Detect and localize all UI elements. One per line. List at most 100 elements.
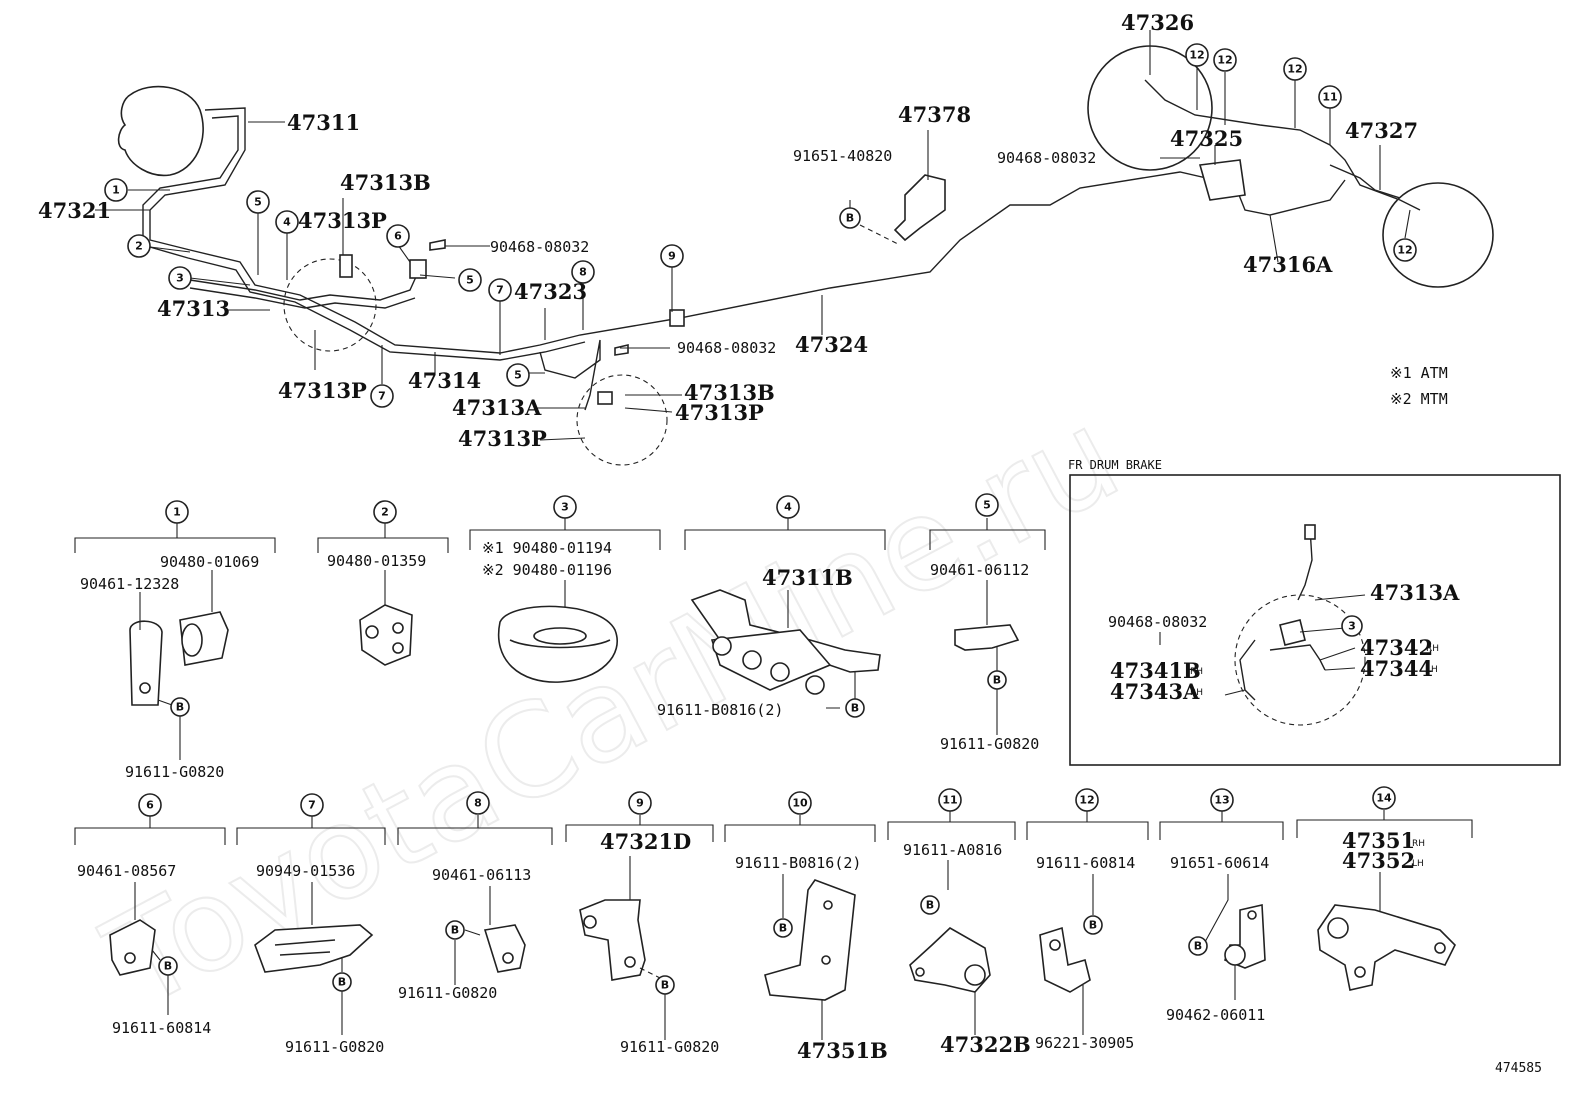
callout-9: 9 (660, 244, 684, 268)
callout-7a: 7 (488, 278, 512, 302)
callout-5a: 5 (246, 190, 270, 214)
g1-clamp (129, 620, 163, 706)
g13-hole (1247, 910, 1257, 920)
g14-hole-3 (1354, 966, 1366, 978)
svg-text:8: 8 (474, 797, 482, 810)
label-47313P-2: 47313P (675, 400, 764, 425)
group-14-number: 14 (1372, 786, 1396, 810)
svg-text:11: 11 (942, 794, 957, 807)
g6-label-91611-60814: 91611-60814 (112, 1019, 211, 1037)
label-91651-40820: 91651-40820 (793, 147, 892, 165)
group-1-number: 1 (165, 500, 189, 524)
g10-hole-2 (821, 955, 831, 965)
group-2-number: 2 (373, 500, 397, 524)
g8-label-91611-G0820: 91611-G0820 (398, 984, 497, 1002)
group-7-number: 7 (300, 793, 324, 817)
g10-hole-1 (823, 900, 833, 910)
g6-label-90461-08567: 90461-08567 (77, 862, 176, 880)
svg-text:3: 3 (561, 501, 569, 514)
g12-bolt-B: B (1083, 915, 1103, 935)
clip-6 (409, 259, 427, 279)
g6-hole (124, 952, 136, 964)
g8-label-90461-06113: 90461-06113 (432, 866, 531, 884)
group-7-bracket (236, 815, 386, 845)
group-6-number: 6 (138, 793, 162, 817)
label-47313B: 47313B (340, 170, 431, 195)
label-47327: 47327 (1345, 118, 1418, 143)
inset-label-47342: 47342 (1360, 635, 1433, 660)
svg-text:6: 6 (146, 799, 154, 812)
g1-leaders (139, 570, 213, 760)
svg-text:9: 9 (668, 250, 676, 263)
g13-leaders (1204, 874, 1236, 1000)
g10-label-47351B: 47351B (797, 1038, 888, 1063)
svg-text:4: 4 (283, 216, 291, 229)
g8-leaders (454, 886, 491, 985)
g11-bolt-B: B (920, 895, 940, 915)
inset-label-47341B: 47341B (1110, 658, 1201, 683)
inset-frame (1069, 474, 1561, 766)
g6-clip (109, 919, 156, 976)
group-8-number: 8 (466, 791, 490, 815)
group-1-bracket (74, 522, 276, 553)
group-4-number: 4 (776, 495, 800, 519)
g4-leaders (787, 590, 856, 709)
callout-8: 8 (571, 260, 595, 284)
svg-text:B: B (338, 976, 346, 989)
diagram-id: 474585 (1495, 1061, 1542, 1076)
g2-hole-3 (392, 642, 404, 654)
g14-lh: LH (1412, 859, 1424, 869)
g14-bracket (1317, 904, 1456, 991)
g6-leaders (134, 882, 169, 1015)
svg-text:14: 14 (1376, 792, 1392, 805)
g2-hole-2 (392, 622, 404, 634)
callout-1: 1 (104, 178, 128, 202)
group-9-number: 9 (628, 791, 652, 815)
svg-text:12: 12 (1217, 54, 1232, 67)
pipe-47323 (539, 339, 601, 411)
callout-5c: 5 (506, 363, 530, 387)
g3-grommet-inner (509, 639, 611, 649)
g1-grommet-hole (181, 623, 203, 657)
label-47313B-2: 47313B (684, 380, 775, 405)
inset-callout-3: 3 (1341, 615, 1363, 637)
group-13-bracket (1159, 810, 1284, 840)
group-12-bracket (1026, 810, 1149, 840)
g5-label-91611-G0820: 91611-G0820 (940, 735, 1039, 753)
g5-leaders (986, 580, 998, 735)
clip-47313B-2 (597, 391, 613, 405)
callout-5b: 5 (458, 268, 482, 292)
svg-text:9: 9 (636, 797, 644, 810)
g1-label-90461-12328: 90461-12328 (80, 575, 179, 593)
g7-clamp-detail (274, 939, 336, 956)
svg-text:2: 2 (135, 240, 143, 253)
callout-12a: 12 (1185, 43, 1209, 67)
clip-47313B (339, 254, 353, 278)
g14-rh: RH (1412, 839, 1425, 849)
g3-label-mtm: ※2 90480-01196 (482, 561, 612, 579)
g7-label-90949-01536: 90949-01536 (256, 862, 355, 880)
leader-lines (95, 30, 1411, 441)
callout-12d: 12 (1393, 238, 1417, 262)
group-10-bracket (724, 815, 876, 842)
svg-text:B: B (993, 674, 1001, 687)
svg-text:11: 11 (1322, 91, 1337, 104)
g13-bolt-B: B (1188, 936, 1208, 956)
g8-bolt-B: B (445, 920, 465, 940)
g2-hole-1 (365, 625, 379, 639)
inset-pipe-lh (1239, 639, 1256, 701)
group-12-number: 12 (1075, 788, 1099, 812)
pipe-47316A (1234, 179, 1346, 216)
svg-text:5: 5 (466, 274, 474, 287)
label-47313P-top: 47313P (298, 208, 387, 233)
rear-brake-right (1382, 182, 1494, 288)
inset-rh-2: RH (1190, 667, 1203, 677)
callout-B-top: B (839, 207, 861, 229)
label-90468-a: 90468-08032 (490, 238, 589, 256)
svg-text:4: 4 (784, 501, 792, 514)
svg-text:B: B (926, 899, 934, 912)
g4-clamp-body (710, 629, 832, 691)
g13-label-90462-06011: 90462-06011 (1166, 1006, 1265, 1024)
inset-pipe-rh (1269, 644, 1326, 671)
